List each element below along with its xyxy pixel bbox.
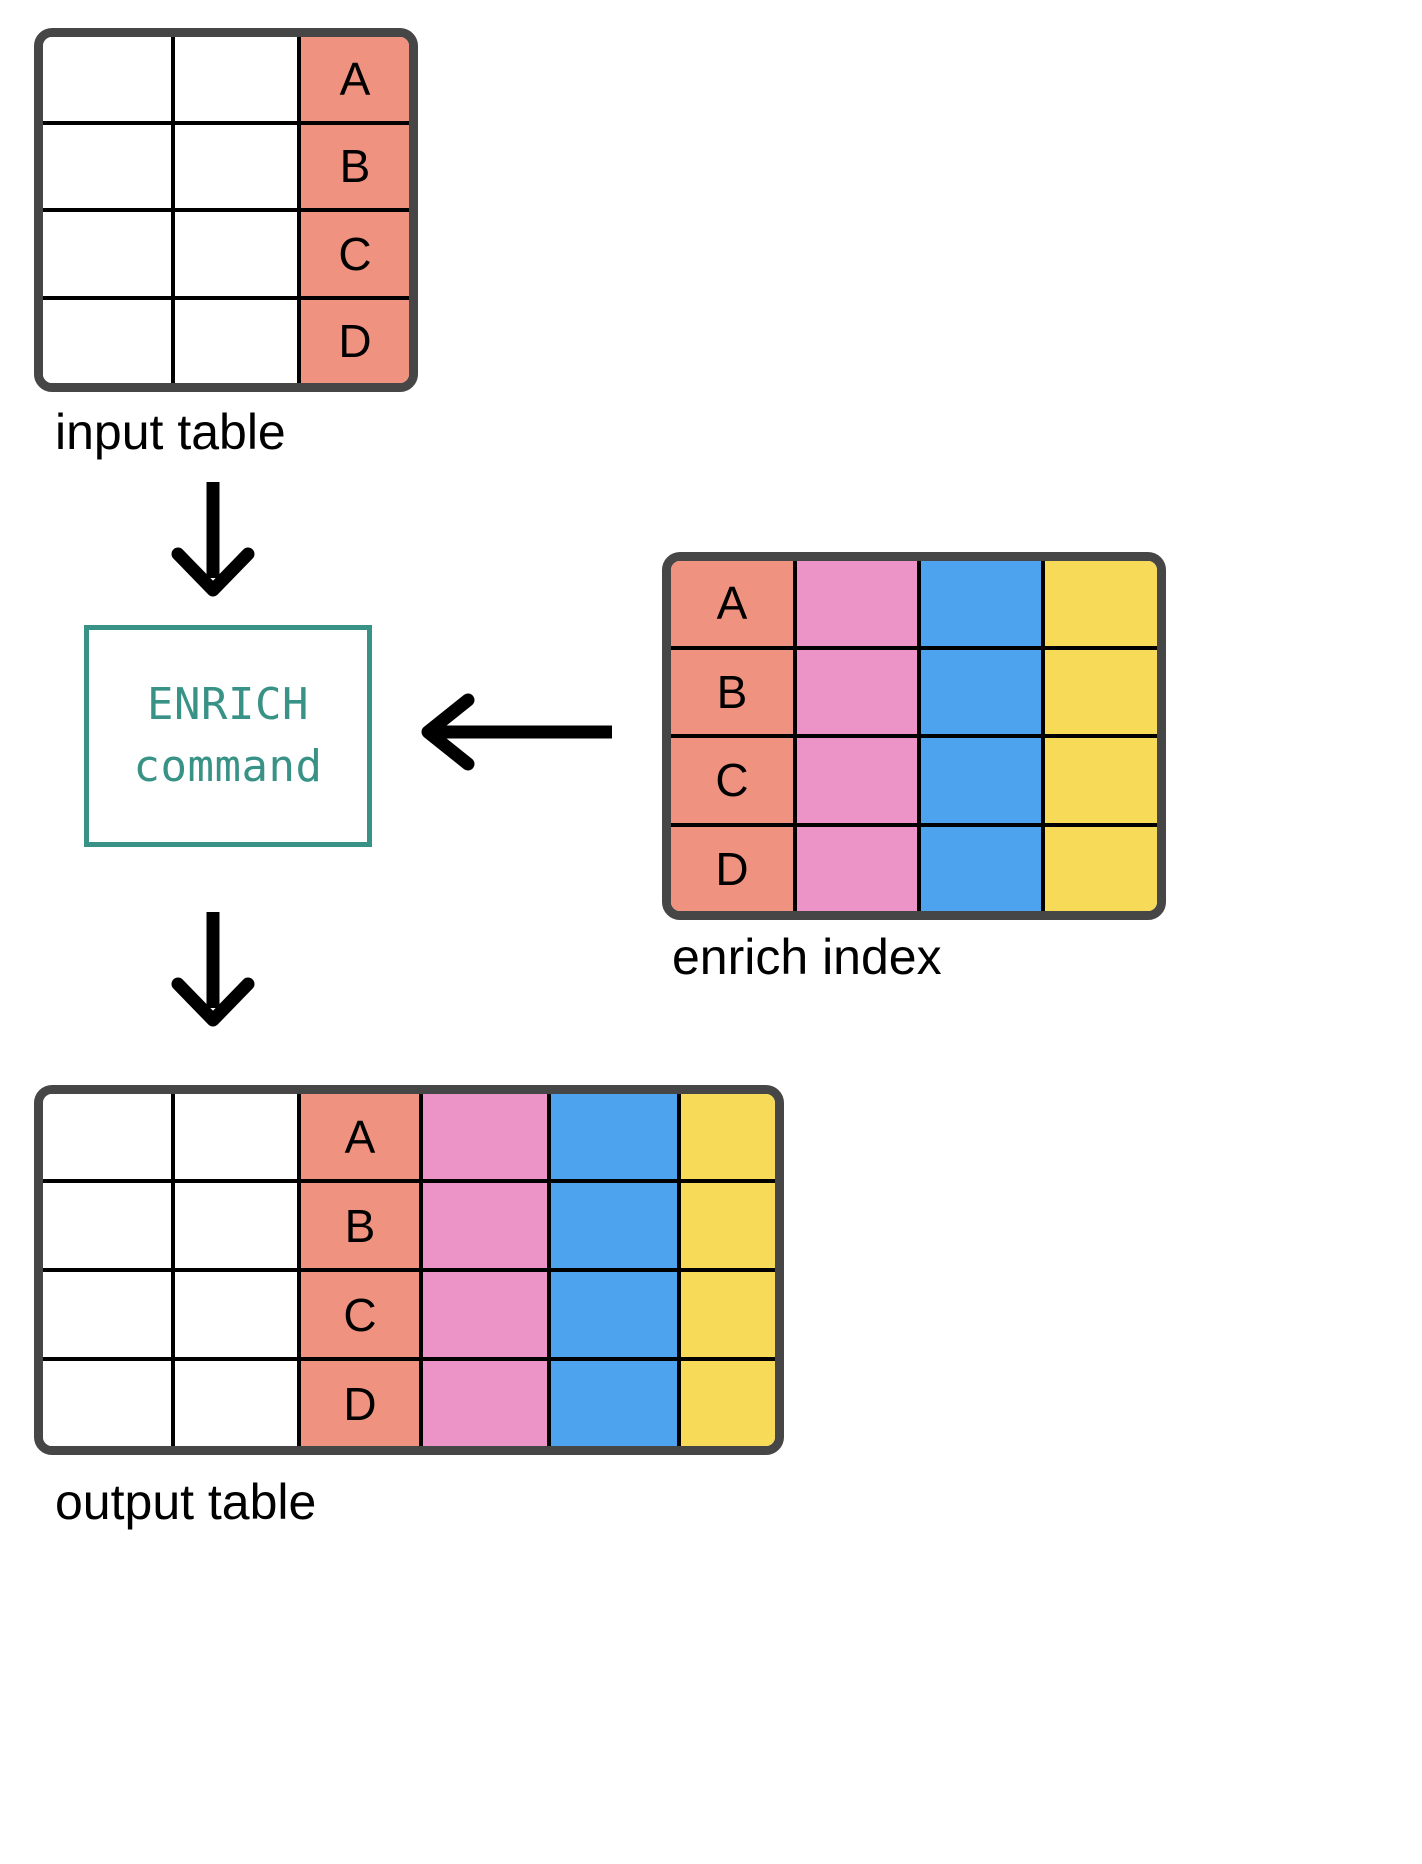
cell-key: B xyxy=(671,649,793,734)
table-row: B xyxy=(671,645,1157,734)
table-row: D xyxy=(43,1357,775,1446)
arrow-index-to-command-icon xyxy=(421,693,612,771)
cell-field1 xyxy=(793,826,917,911)
cell-field3 xyxy=(677,1094,775,1179)
arrow-input-to-command-icon xyxy=(171,482,255,597)
cell-key: C xyxy=(671,738,793,823)
cell-blank xyxy=(171,1272,297,1357)
cell-field3 xyxy=(1041,561,1157,646)
arrow-command-to-output-icon xyxy=(171,912,255,1027)
cell-key: C xyxy=(297,212,409,296)
enrich-index-table: A B C D xyxy=(662,552,1166,920)
cell-key: C xyxy=(297,1272,419,1357)
cell-blank xyxy=(171,1361,297,1446)
cell-field1 xyxy=(419,1272,547,1357)
table-row: D xyxy=(43,295,409,383)
cell-field1 xyxy=(793,561,917,646)
cell-key: D xyxy=(297,299,409,383)
cell-blank xyxy=(171,299,297,383)
cell-key: A xyxy=(297,1094,419,1179)
cell-blank xyxy=(171,212,297,296)
cell-field1 xyxy=(419,1094,547,1179)
cell-field2 xyxy=(917,649,1041,734)
cell-field2 xyxy=(547,1094,677,1179)
cell-field2 xyxy=(547,1183,677,1268)
cell-blank xyxy=(43,1094,171,1179)
cell-key: D xyxy=(297,1361,419,1446)
cell-field3 xyxy=(1041,826,1157,911)
cell-field2 xyxy=(547,1272,677,1357)
cell-blank xyxy=(171,124,297,208)
table-row: C xyxy=(43,208,409,296)
table-row: C xyxy=(671,734,1157,823)
cell-field2 xyxy=(917,738,1041,823)
cell-key: B xyxy=(297,124,409,208)
table-row: D xyxy=(671,822,1157,911)
table-row: B xyxy=(43,1179,775,1268)
cell-blank xyxy=(171,1183,297,1268)
cell-field1 xyxy=(419,1361,547,1446)
table-row: A xyxy=(43,37,409,121)
cell-blank xyxy=(171,37,297,121)
cell-key: A xyxy=(297,37,409,121)
cell-field1 xyxy=(793,649,917,734)
input-table-caption: input table xyxy=(55,404,286,460)
cell-key: A xyxy=(671,561,793,646)
cell-blank xyxy=(43,212,171,296)
cell-field2 xyxy=(547,1361,677,1446)
cell-field1 xyxy=(793,738,917,823)
cell-key: B xyxy=(297,1183,419,1268)
cell-blank xyxy=(43,37,171,121)
table-row: B xyxy=(43,120,409,208)
output-table-caption: output table xyxy=(55,1474,317,1530)
enrich-command-box[interactable]: ENRICH command xyxy=(84,625,372,847)
cell-blank xyxy=(43,124,171,208)
enrich-command-line-1: ENRICH xyxy=(147,679,309,731)
cell-blank xyxy=(43,1361,171,1446)
cell-blank xyxy=(43,1272,171,1357)
cell-field3 xyxy=(1041,649,1157,734)
input-table: A B C D xyxy=(34,28,418,392)
cell-blank xyxy=(43,299,171,383)
table-row: C xyxy=(43,1268,775,1357)
cell-field3 xyxy=(677,1361,775,1446)
table-row: A xyxy=(671,561,1157,646)
table-row: A xyxy=(43,1094,775,1179)
cell-field3 xyxy=(677,1272,775,1357)
enrich-index-caption: enrich index xyxy=(672,929,942,985)
cell-field3 xyxy=(677,1183,775,1268)
cell-blank xyxy=(171,1094,297,1179)
cell-blank xyxy=(43,1183,171,1268)
cell-field2 xyxy=(917,826,1041,911)
enrich-command-line-2: command xyxy=(133,741,323,792)
cell-field1 xyxy=(419,1183,547,1268)
cell-key: D xyxy=(671,826,793,911)
output-table: A B C D xyxy=(34,1085,784,1455)
cell-field3 xyxy=(1041,738,1157,823)
cell-field2 xyxy=(917,561,1041,646)
